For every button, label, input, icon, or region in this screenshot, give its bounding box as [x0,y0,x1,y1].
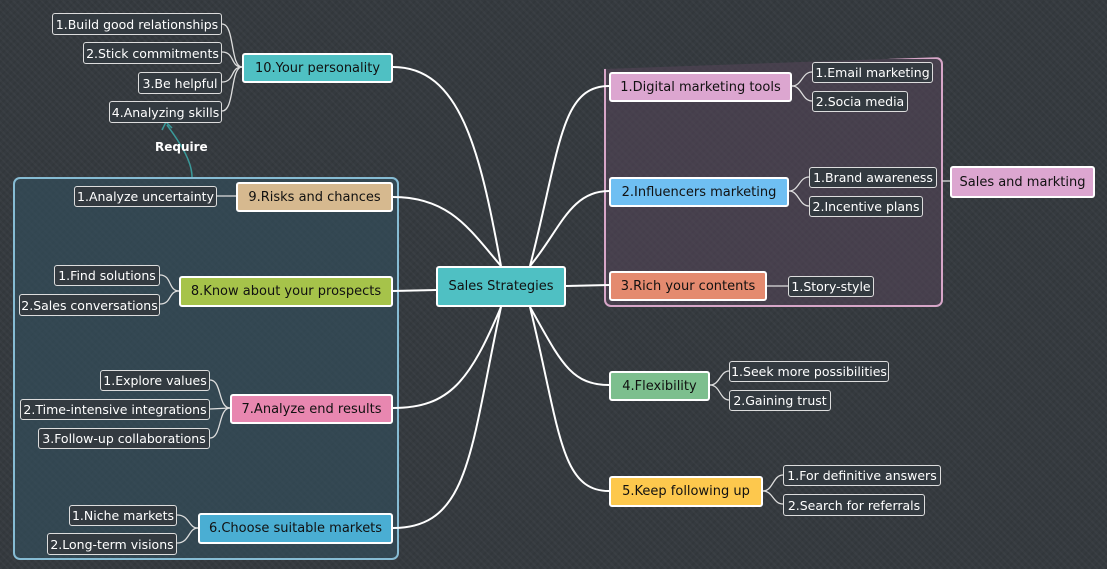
subtopic[interactable]: 2.Search for referrals [783,494,925,516]
topic-influencers-marketing[interactable]: 2.Influencers marketing [609,177,789,207]
subtopic[interactable]: 2.Long-term visions [47,533,177,555]
left-boundary[interactable] [13,177,399,560]
central-topic[interactable]: Sales Strategies [436,266,566,307]
subtopic[interactable]: 1.Analyze uncertainty [74,186,217,207]
topic-rich-contents[interactable]: 3.Rich your contents [609,271,767,301]
subtopic[interactable]: 3.Be helpful [138,72,222,94]
topic-know-prospects[interactable]: 8.Know about your prospects [179,276,393,307]
subtopic[interactable]: 1.Explore values [100,370,210,391]
subtopic[interactable]: 1.Story-style [788,276,874,297]
subtopic[interactable]: 2.Time-intensive integrations [20,399,210,420]
topic-choose-markets[interactable]: 6.Choose suitable markets [198,513,393,544]
subtopic[interactable]: 1.For definitive answers [783,465,941,486]
relationship-label[interactable]: Require [155,140,208,154]
subtopic[interactable]: 2.Socia media [812,91,908,112]
subtopic[interactable]: 2.Gaining trust [729,390,831,411]
topic-digital-marketing[interactable]: 1.Digital marketing tools [609,72,792,102]
subtopic[interactable]: 1.Niche markets [69,505,177,526]
subtopic[interactable]: 1.Build good relationships [52,13,222,35]
subtopic[interactable]: 3.Follow-up collaborations [38,428,210,449]
subtopic[interactable]: 1.Seek more possibilities [729,361,889,382]
subtopic[interactable]: 2.Incentive plans [809,196,923,217]
summary-topic[interactable]: Sales and markting [950,166,1095,198]
subtopic[interactable]: 1.Find solutions [54,265,160,286]
subtopic[interactable]: 4.Analyzing skills [109,101,222,123]
subtopic[interactable]: 2.Stick commitments [83,42,222,64]
topic-flexibility[interactable]: 4.Flexibility [609,371,710,401]
topic-your-personality[interactable]: 10.Your personality [242,53,393,83]
topic-risks-and-chances[interactable]: 9.Risks and chances [236,182,393,212]
subtopic[interactable]: 1.Email marketing [812,62,933,83]
subtopic[interactable]: 2.Sales conversations [19,294,160,316]
subtopic[interactable]: 1.Brand awareness [809,167,937,188]
topic-keep-following-up[interactable]: 5.Keep following up [609,476,763,507]
topic-analyze-end-results[interactable]: 7.Analyze end results [230,394,393,424]
